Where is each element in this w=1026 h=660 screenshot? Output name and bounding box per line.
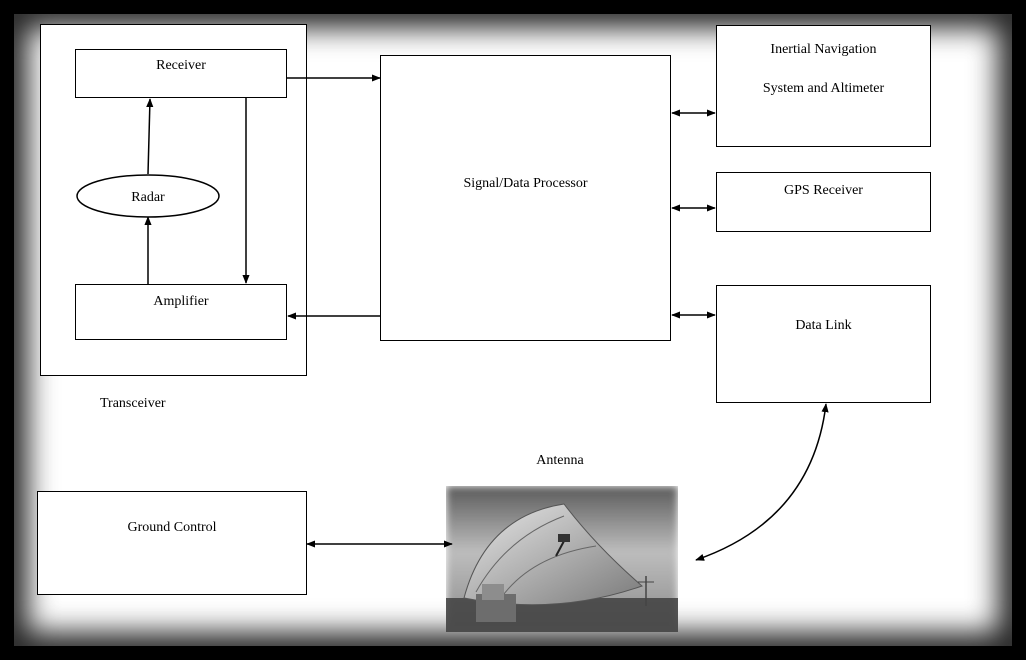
ins-box bbox=[716, 25, 931, 147]
antenna-datalink-arrow bbox=[695, 403, 829, 561]
datalink-box bbox=[716, 285, 931, 403]
antenna-label: Antenna bbox=[536, 453, 584, 468]
ins-label-line1: Inertial Navigation bbox=[770, 42, 877, 57]
receiver-box bbox=[75, 49, 287, 98]
amplifier-label: Amplifier bbox=[153, 294, 209, 309]
transceiver-label: Transceiver bbox=[100, 396, 166, 411]
processor-box bbox=[380, 55, 671, 341]
gps-box bbox=[716, 172, 931, 232]
amplifier-box bbox=[75, 284, 287, 340]
ground-control-box bbox=[37, 491, 307, 595]
radar-ellipse bbox=[76, 174, 220, 218]
radar-label: Radar bbox=[131, 190, 165, 205]
datalink-label: Data Link bbox=[795, 318, 852, 333]
processor-label: Signal/Data Processor bbox=[463, 176, 588, 191]
ins-label-line2: System and Altimeter bbox=[762, 81, 885, 96]
gps-label: GPS Receiver bbox=[784, 183, 863, 198]
antenna-dish-image bbox=[446, 486, 678, 632]
receiver-label: Receiver bbox=[156, 58, 206, 73]
ground-control-label: Ground Control bbox=[127, 520, 217, 535]
radar-to-receiver-arrow bbox=[146, 98, 154, 175]
